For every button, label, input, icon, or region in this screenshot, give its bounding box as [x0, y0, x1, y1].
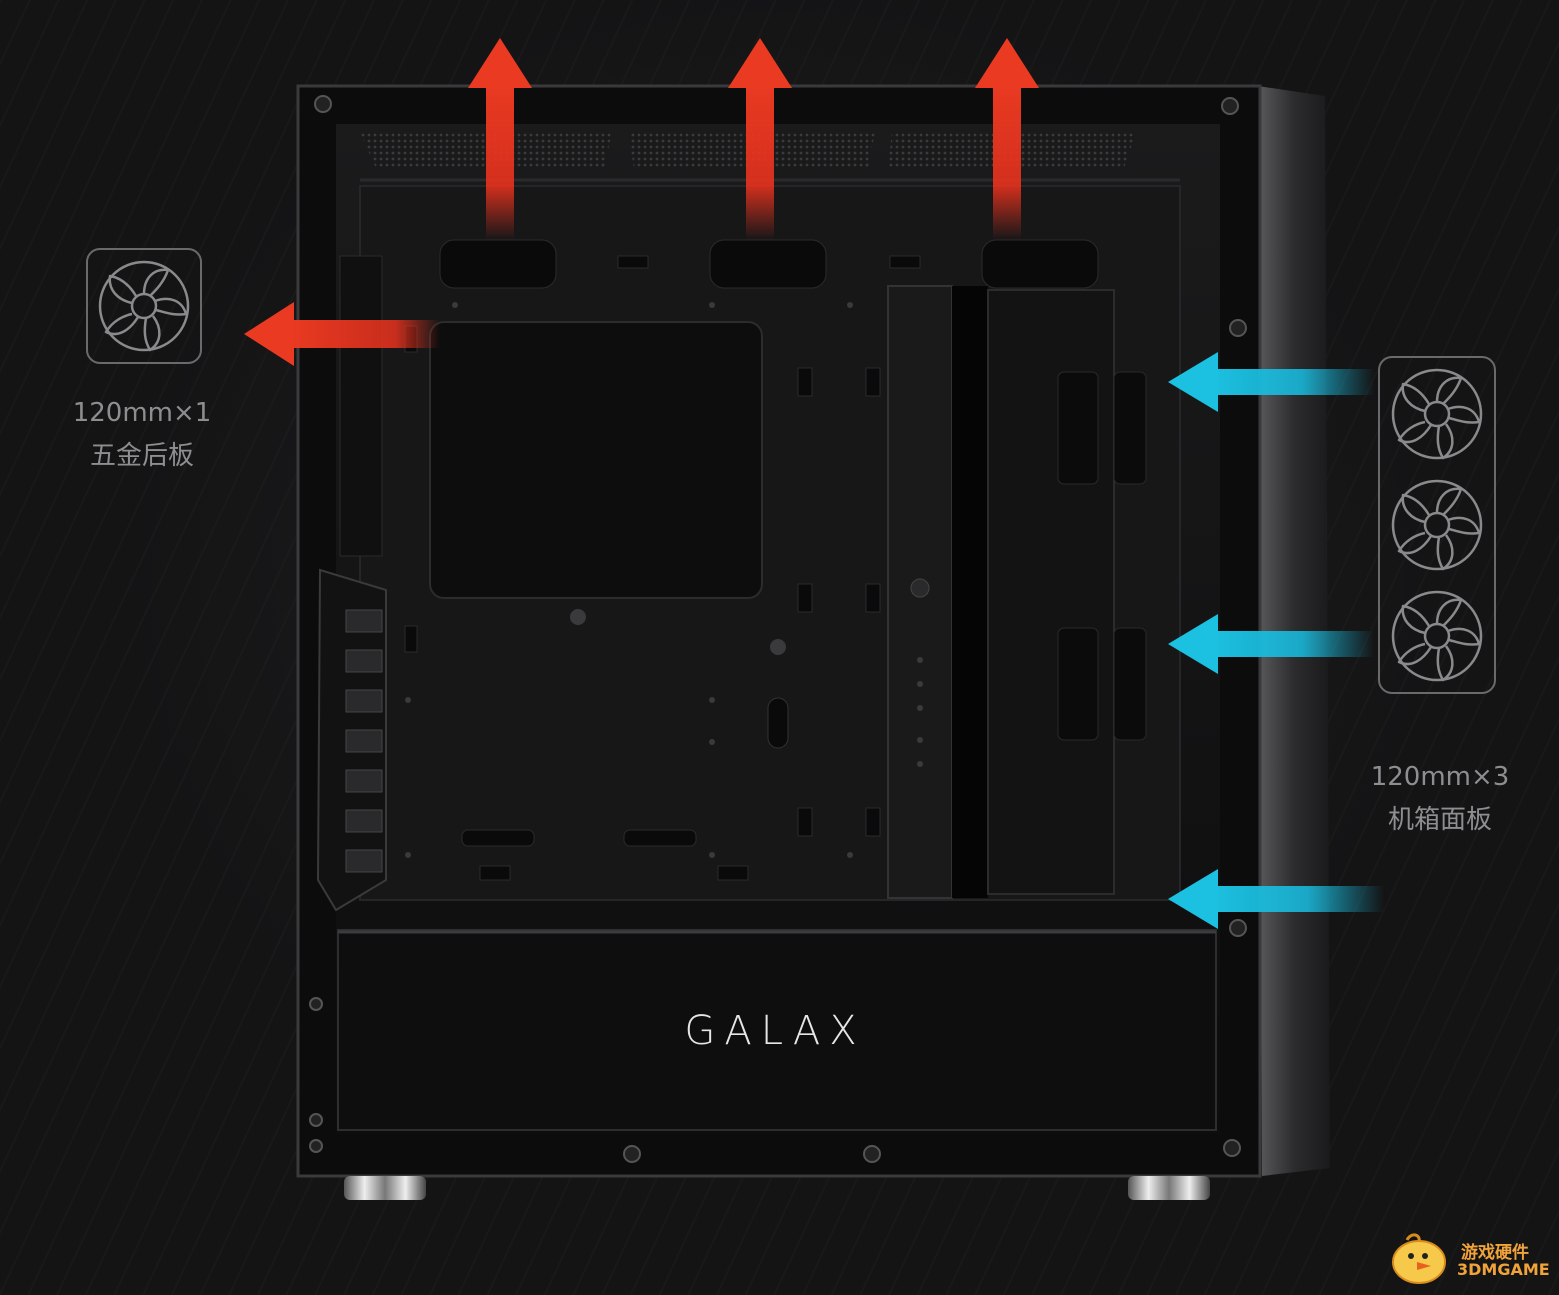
case-foot-right	[1128, 1176, 1210, 1200]
watermark-line1: 游戏硬件	[1461, 1243, 1529, 1263]
front-fans-size: 120mm×3	[1370, 762, 1510, 792]
intake-arrow-1	[1168, 352, 1374, 412]
rear-fan-size: 120mm×1	[72, 398, 212, 428]
exhaust-arrow-top-2	[728, 38, 792, 240]
fan-icon	[1391, 590, 1483, 682]
exhaust-arrow-top-3	[975, 38, 1039, 240]
exhaust-arrow-rear	[244, 302, 440, 366]
galax-logo: GALAX	[684, 1008, 866, 1054]
case-foot-left	[344, 1176, 426, 1200]
intake-arrow-2	[1168, 614, 1374, 674]
watermark: 游戏硬件 3DMGAME	[1387, 1230, 1550, 1286]
rear-fan-callout	[86, 248, 202, 364]
watermark-line2: 3DMGAME	[1457, 1260, 1550, 1279]
rear-fan-location: 五金后板	[89, 441, 194, 471]
exhaust-arrow-top-1	[468, 38, 532, 240]
front-fans-location: 机箱面板	[1387, 805, 1492, 835]
chick-mascot-icon	[1392, 1233, 1446, 1284]
fan-icon	[98, 260, 190, 352]
fan-icon	[1391, 479, 1483, 571]
fan-stack	[1391, 368, 1483, 682]
fan-icon	[1391, 368, 1483, 460]
rear-fan-caption: 120mm×1 五金后板	[52, 392, 232, 478]
intake-arrow-3	[1168, 869, 1384, 929]
front-fans-caption: 120mm×3 机箱面板	[1350, 756, 1530, 842]
front-fans-callout	[1378, 356, 1496, 694]
psu-shroud	[337, 929, 1217, 1131]
